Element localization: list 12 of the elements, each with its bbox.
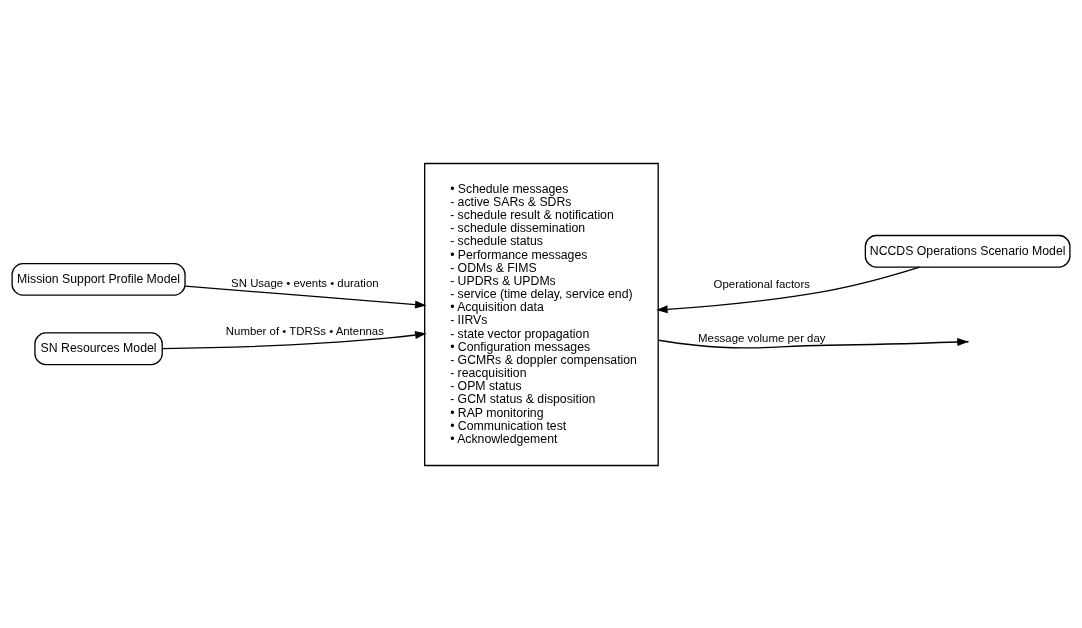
arrow: [656, 265, 921, 313]
edge-label: SN Usage • events • duration: [231, 276, 379, 289]
node-box: NCCDS Operations Scenario Model: [864, 234, 1071, 268]
node-box: SN Resources Model: [34, 331, 163, 365]
edge-label: Message volume per day: [698, 331, 826, 344]
arrow: [184, 285, 427, 308]
node-box: • Schedule messages - active SARs & SDRs - schedule result & notification - schedule dissemination - schedule status • Performance messages - ODMs & FIMS - UPDRs & UPDMs - service (time delay, service end) • Acquisition data - IIRVs - state vector propagation • Configuration messages - GCMRs & doppler compensation - reacquisition - OPM status - GCM status & disposition • RAP monitoring • Communication test • Acknowledgement: [424, 162, 659, 466]
edge-label: Operational factors: [713, 277, 810, 290]
arrow: [657, 337, 969, 349]
arrow: [161, 330, 427, 349]
edge-label: Number of • TDRSs • Antennas: [225, 324, 384, 337]
node-box: Mission Support Profile Model: [11, 262, 186, 296]
